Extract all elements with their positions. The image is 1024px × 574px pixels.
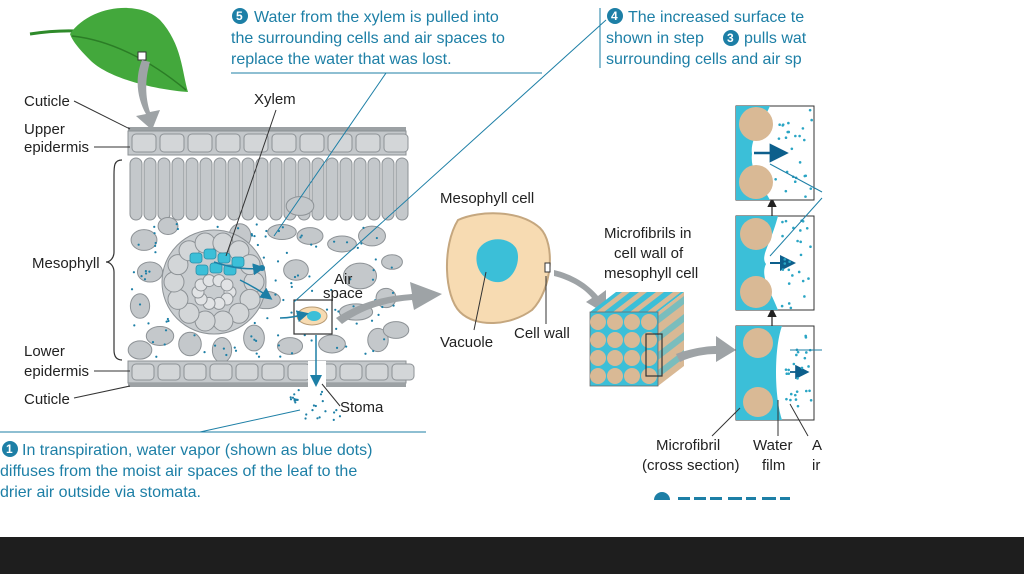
label-lower-epidermis-2: epidermis <box>24 363 89 380</box>
label-xylem: Xylem <box>254 91 296 108</box>
water-film-panel-top <box>736 106 814 200</box>
step4-line2b: pulls wat <box>744 30 807 47</box>
bottom-bar <box>0 537 1024 574</box>
step4-line2a: shown in step <box>606 30 704 47</box>
label-microfibrils-3: mesophyll cell <box>604 265 698 282</box>
step4-line1: The increased surface te <box>628 9 804 26</box>
exiting-vapor-dots <box>290 389 341 421</box>
label-microfibril-cs-1: Microfibril <box>656 437 720 454</box>
label-lower-epidermis-1: Lower <box>24 343 65 360</box>
label-vacuole: Vacuole <box>440 334 493 351</box>
label-stoma: Stoma <box>340 399 384 416</box>
label-air-cut-2: ir <box>812 457 820 474</box>
step1-line1: In transpiration, water vapor (shown as … <box>22 442 372 459</box>
vascular-bundle <box>162 230 266 334</box>
label-air-cut-1: A <box>812 437 822 454</box>
lower-epidermis <box>128 361 414 383</box>
caption-step1: 1 In transpiration, water vapor (shown a… <box>0 410 426 501</box>
step5-number: 5 <box>236 9 243 23</box>
zoom-arrow-water-film <box>676 336 736 362</box>
label-water-film-2: film <box>762 457 785 474</box>
label-cuticle-top: Cuticle <box>24 93 70 110</box>
label-microfibril-cs-2: (cross section) <box>642 457 740 474</box>
label-mesophyll: Mesophyll <box>32 255 100 272</box>
step4-inline-number: 3 <box>727 31 734 45</box>
label-air-space-2: space <box>323 285 363 302</box>
label-microfibrils-2: cell wall of <box>614 245 684 262</box>
label-upper-epidermis-2: epidermis <box>24 139 89 156</box>
label-microfibrils-1: Microfibrils in <box>604 225 692 242</box>
step1-number: 1 <box>6 442 13 456</box>
step5-line1: Water from the xylem is pulled into <box>254 9 499 26</box>
step4-line3: surrounding cells and air sp <box>606 51 802 68</box>
step1-line2: diffuses from the moist air spaces of th… <box>0 463 357 480</box>
label-cell-wall: Cell wall <box>514 325 570 342</box>
label-water-film-1: Water <box>753 437 792 454</box>
leaf-icon <box>30 8 188 92</box>
label-mesophyll-cell: Mesophyll cell <box>440 190 534 207</box>
leaf-cross-section <box>128 127 414 388</box>
step4-number: 4 <box>611 9 618 23</box>
cropped-caption-fragment <box>654 492 790 500</box>
label-cuticle-bottom: Cuticle <box>24 391 70 408</box>
water-film-panel-middle <box>736 216 814 310</box>
microfibril-block <box>590 292 684 386</box>
step5-line3: replace the water that was lost. <box>231 51 452 68</box>
label-upper-epidermis-1: Upper <box>24 121 65 138</box>
zoom-box-cell-wall <box>545 263 550 272</box>
step5-line2: the surrounding cells and air spaces to <box>231 30 505 47</box>
water-film-panel-bottom <box>736 326 814 420</box>
step1-line3: drier air outside via stomata. <box>0 484 201 501</box>
mesophyll-cell <box>447 213 550 323</box>
mesophyll-bracket <box>106 160 122 360</box>
